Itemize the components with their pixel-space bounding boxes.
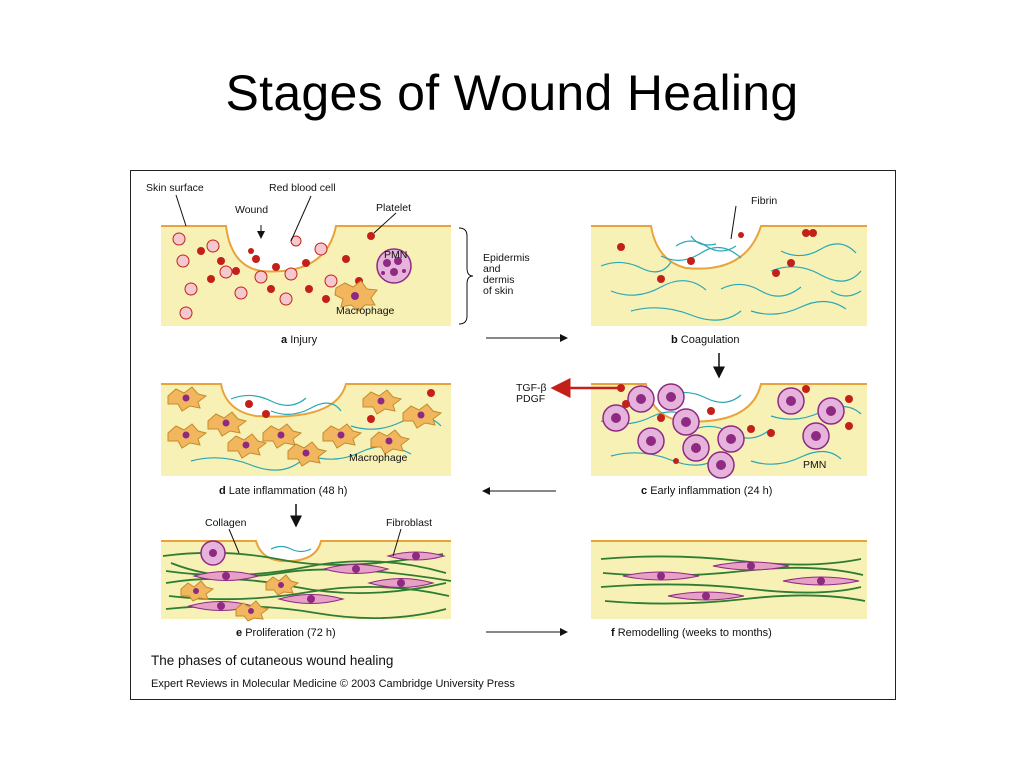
panel-c-early-inflammation: TGF-β PDGF PMN c Early inflammation (24 … [516, 378, 867, 497]
panel-d-late-inflammation: Macrophage d Late inflammation (48 h) [161, 383, 451, 497]
platelet-pointer [373, 212, 397, 234]
panel-f-collagen [600, 555, 866, 605]
label-tgf: TGF-β [516, 382, 547, 394]
label-epidermis-2: and [483, 263, 501, 275]
label-pmn-c: PMN [803, 459, 826, 471]
label-macrophage-d: Macrophage [349, 452, 408, 464]
slide-title: Stages of Wound Healing [225, 65, 799, 121]
panel-a-pink-cells [172, 232, 338, 320]
panel-a-injury: Skin surface Red blood cell Wound Platel… [146, 182, 530, 346]
panel-b-fibrin [600, 235, 862, 321]
panel-e-macrophages [180, 574, 300, 622]
label-pmn: PMN [384, 249, 407, 261]
panel-e-proliferation: Collagen Fibroblast e Proliferation (72 … [161, 517, 452, 639]
panel-d-macrophages [167, 386, 443, 467]
collagen-pointer [228, 528, 240, 554]
wound-healing-diagram: Skin surface Red blood cell Wound Platel… [146, 182, 867, 690]
tgf-source-platelet [617, 384, 625, 392]
panel-a-macrophage [334, 280, 378, 312]
panel-f-fibroblasts [622, 561, 860, 601]
label-epidermis-4: of skin [483, 285, 514, 297]
panel-e-fibrin [270, 545, 312, 553]
rbc-pointer [290, 195, 312, 242]
figure-credit: Expert Reviews in Molecular Medicine © 2… [151, 678, 515, 690]
panel-c-rbcs [622, 385, 853, 464]
panel-c-pmn-cells [602, 383, 845, 479]
panel-a-red-blood-cells [197, 232, 375, 303]
panel-a-pmn-cell [376, 248, 412, 284]
label-macrophage: Macrophage [336, 305, 395, 317]
panel-e-pmn-cell [200, 540, 226, 566]
label-pdgf: PDGF [516, 393, 545, 405]
caption-a: a Injury [281, 334, 318, 346]
label-red-blood-cell: Red blood cell [269, 182, 336, 194]
caption-b: b Coagulation [671, 334, 740, 346]
caption-e: e Proliferation (72 h) [236, 627, 336, 639]
fibrin-pointer [730, 205, 737, 240]
label-platelet: Platelet [376, 202, 411, 214]
fibroblast-pointer [392, 528, 402, 557]
wound-healing-figure: Skin surface Red blood cell Wound Platel… [130, 170, 896, 700]
label-collagen: Collagen [205, 517, 247, 529]
label-wound: Wound [235, 204, 268, 216]
panel-d-rbcs [245, 389, 435, 423]
caption-f: f Remodelling (weeks to months) [611, 627, 772, 639]
label-skin-surface: Skin surface [146, 182, 204, 194]
panel-e-skin-surface [161, 540, 451, 563]
panel-b-coagulation: Fibrin b Coagulation [591, 195, 867, 346]
skin-surface-pointer [175, 194, 187, 227]
caption-d: d Late inflammation (48 h) [219, 485, 347, 497]
panel-f-remodelling: f Remodelling (weeks to months) [591, 540, 867, 639]
panel-a-tissue [161, 226, 451, 326]
label-epidermis-3: dermis [483, 274, 515, 286]
label-epidermis-1: Epidermis [483, 252, 530, 264]
panel-b-rbcs [617, 229, 817, 283]
label-fibrin: Fibrin [751, 195, 777, 207]
figure-footer-title: The phases of cutaneous wound healing [151, 653, 393, 668]
caption-c: c Early inflammation (24 h) [641, 485, 772, 497]
panel-b-skin-surface [591, 225, 867, 270]
epidermis-bracket [458, 227, 474, 325]
label-fibroblast: Fibroblast [386, 517, 432, 529]
